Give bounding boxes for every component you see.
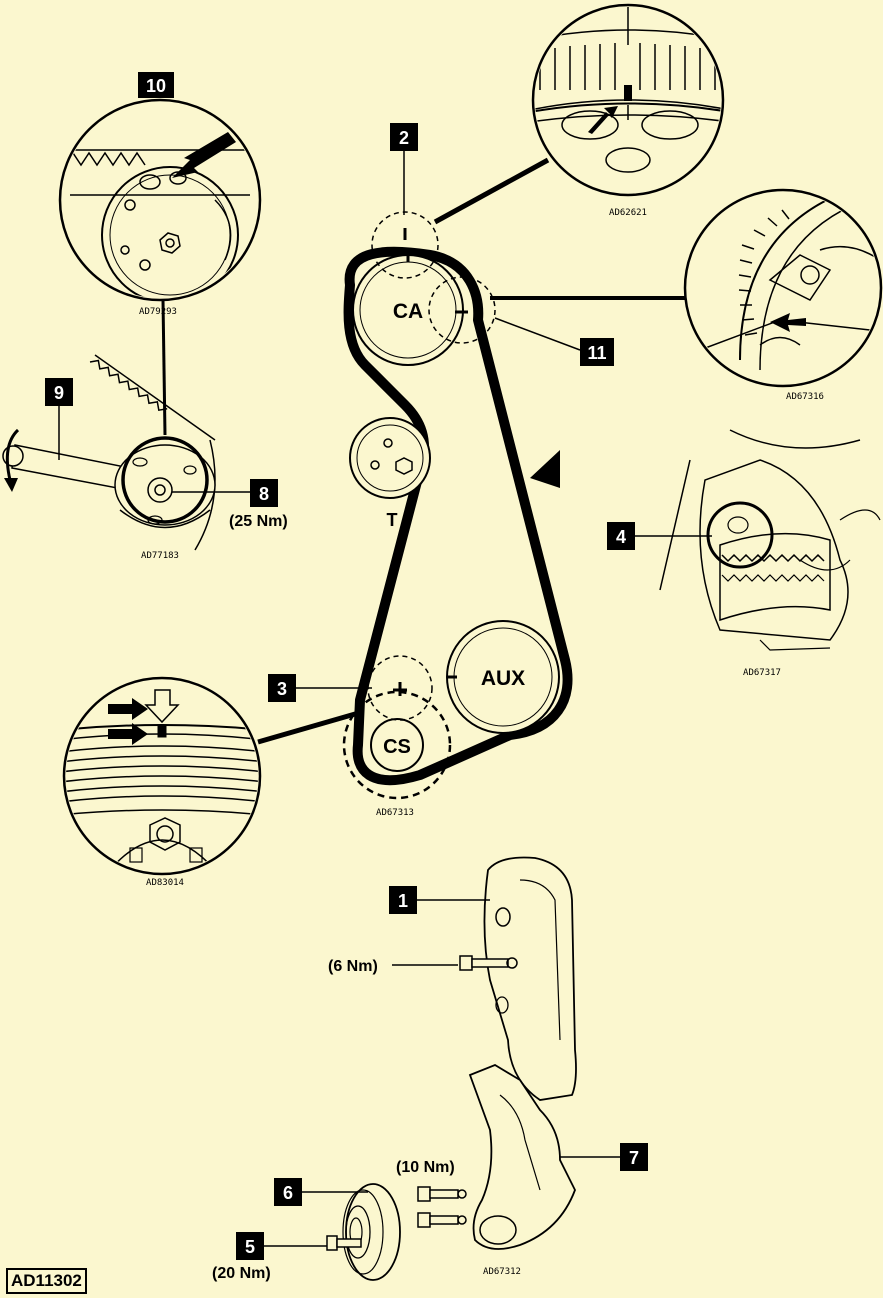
crankshaft-pulley: CS xyxy=(342,690,452,800)
callout-6: 6 xyxy=(274,1178,368,1206)
crankshaft-label: CS xyxy=(383,736,411,758)
bolt-icon xyxy=(417,1212,467,1228)
callout-11: 11 xyxy=(494,317,614,366)
bolt-icon xyxy=(459,955,518,971)
detail-aux-mark: AD67317 xyxy=(659,429,881,678)
camshaft-label: CA xyxy=(393,300,423,323)
detail-tensioner-tool: AD77183 xyxy=(2,354,216,561)
tensioner-top-ref: AD79293 xyxy=(139,307,177,317)
pointer-arrow-icon xyxy=(108,723,148,745)
callout-5: 5 xyxy=(236,1232,327,1260)
cam-timing-mark-circle-side xyxy=(428,276,496,344)
upper-timing-cover xyxy=(483,856,577,1101)
cam-mark-top-ref: AD62621 xyxy=(609,208,647,218)
crank-pulley-ref: AD83014 xyxy=(146,878,184,888)
torque-item5: (20 Nm) xyxy=(212,1265,271,1282)
tensioner-label: T xyxy=(387,510,398,530)
callout-2: 2 xyxy=(390,123,418,215)
torque-item8: (25 Nm) xyxy=(229,513,288,530)
camshaft-pulley: CA xyxy=(352,252,464,366)
figure-id-label: AD11302 xyxy=(6,1268,87,1294)
timing-covers: AD67312 xyxy=(326,856,577,1281)
cam-timing-mark-circle-top xyxy=(371,211,439,279)
callout-3: 3 xyxy=(268,674,372,702)
detail-tensioner-top: 10 AD79293 xyxy=(58,72,262,436)
timing-belt xyxy=(343,246,573,786)
auxiliary-label: AUX xyxy=(481,667,525,690)
svg-text:5: 5 xyxy=(245,1237,255,1257)
aux-mark-ref: AD67317 xyxy=(743,668,781,678)
svg-text:6: 6 xyxy=(283,1183,293,1203)
callout-8: 8 (25 Nm) xyxy=(172,479,288,530)
cam-mark-side-ref: AD67316 xyxy=(786,392,824,402)
svg-text:3: 3 xyxy=(277,679,287,699)
bolt-icon xyxy=(326,1235,362,1251)
belt-layout: CA T AUX CS xyxy=(342,211,573,818)
pointer-arrow-icon xyxy=(172,132,236,178)
tensioner-pulley: T xyxy=(349,417,431,530)
crank-washer xyxy=(342,1183,401,1281)
svg-text:9: 9 xyxy=(54,383,64,403)
callout-9: 9 xyxy=(45,378,73,460)
svg-text:11: 11 xyxy=(587,343,606,363)
detail-crank-pulley: AD83014 xyxy=(62,676,363,888)
pointer-arrow-icon xyxy=(588,106,618,134)
covers-ref: AD67312 xyxy=(483,1267,521,1277)
svg-text:4: 4 xyxy=(616,527,626,547)
bolt-icon xyxy=(417,1186,467,1202)
svg-text:2: 2 xyxy=(399,128,409,148)
tensioner-tool-ref: AD77183 xyxy=(141,551,179,561)
main-layout-ref: AD67313 xyxy=(376,808,414,818)
rotation-arrow-icon xyxy=(5,428,20,481)
pointer-arrow-icon xyxy=(108,698,148,720)
callout-10: 10 xyxy=(146,76,166,96)
svg-text:7: 7 xyxy=(629,1148,639,1168)
callout-4: 4 xyxy=(607,522,712,550)
direction-arrow-icon xyxy=(530,450,560,488)
callout-7: 7 xyxy=(560,1143,648,1171)
torque-item1-bolt: (6 Nm) xyxy=(328,958,378,975)
svg-text:1: 1 xyxy=(398,891,408,911)
callout-1: 1 xyxy=(389,886,490,914)
detail-cam-mark-top: AD62621 xyxy=(433,3,725,225)
torque-item7-bolts: (10 Nm) xyxy=(396,1159,455,1176)
detail-cam-mark-side: AD67316 xyxy=(490,188,883,402)
svg-text:8: 8 xyxy=(259,484,269,504)
lower-timing-cover xyxy=(468,1063,576,1250)
pointer-arrow-icon xyxy=(770,313,806,332)
wrench-tool xyxy=(11,444,131,491)
auxiliary-pulley: AUX xyxy=(446,620,560,734)
